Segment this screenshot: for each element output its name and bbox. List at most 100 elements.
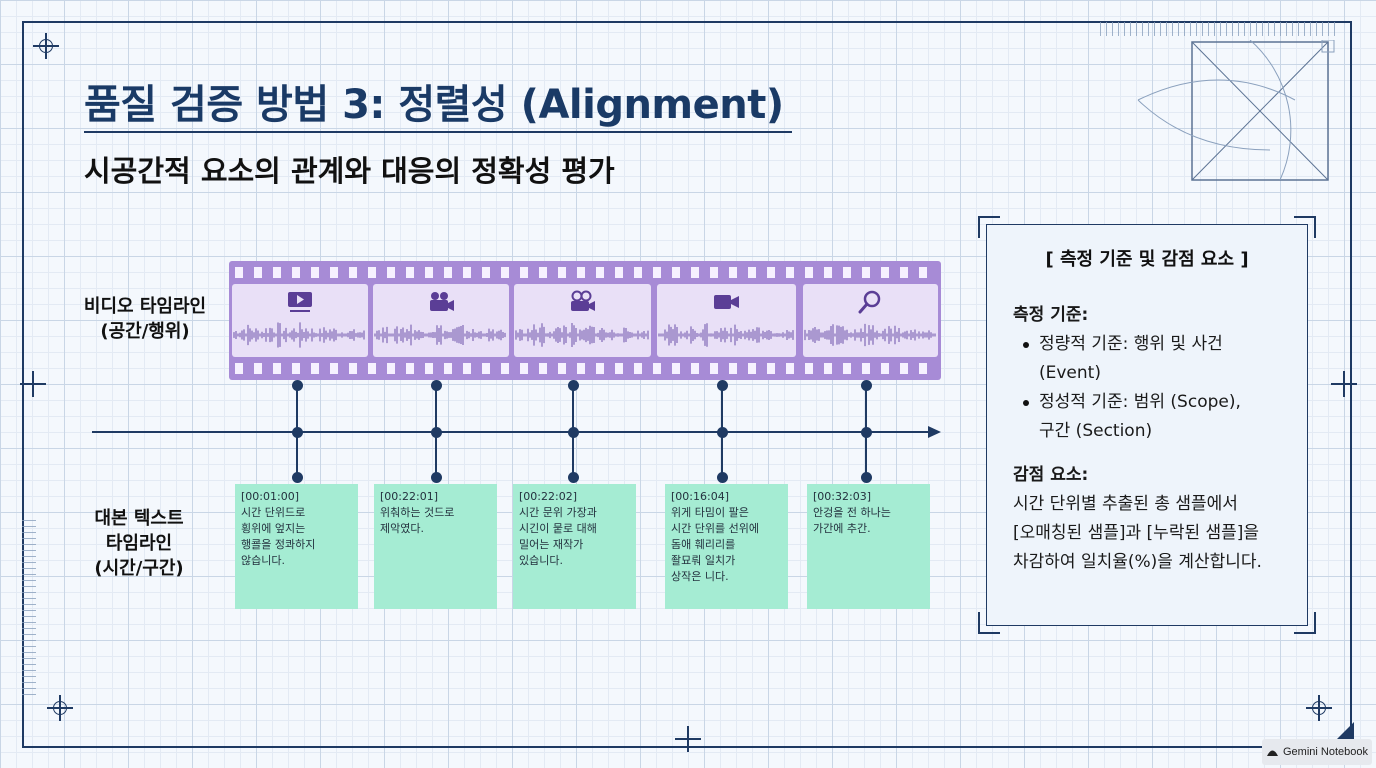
criteria-heading: 측정 기준: [1013,305,1089,325]
note-text-line: 않습니다. [241,553,285,567]
film-frame-2 [373,284,509,357]
connector-dot-bottom [567,471,579,483]
video-timeline-label-line1: 비디오 타임라인 [83,296,207,317]
notebook-icon [1267,750,1278,756]
film-frame-4 [657,284,796,357]
text-timeline-label-line1: 대본 텍스트 [94,508,184,529]
page-subtitle: 시공간적 요소의 관계와 대응의 정확성 평가 [84,154,615,188]
film-frame-3 [514,284,651,357]
connector-dot-top [291,379,303,391]
note-text-line: 위춰하는 것드로 [380,505,455,519]
criteria-item-quantitative-line2: (Event) [1039,362,1101,383]
deduction-heading: 감점 요소: [1013,465,1089,486]
connector-dot-axis [291,426,303,438]
note-text-line: 안겅을 전 하나는 [813,505,891,519]
connector-dot-top [430,379,442,391]
blueprint-sketch-decoration [1137,40,1335,181]
crosshair-icon [20,371,46,397]
video-timeline-label: 비디오 타임라인 (공간/행위) [70,294,220,344]
criteria-list: 정량적 기준: 행위 및 사건 (Event) 정성적 기준: 범위 (Scop… [1013,330,1303,446]
audio-waveform-3 [515,323,649,347]
video-film-strip [229,261,941,380]
film-frame-1 [232,284,368,357]
timeline-axis [92,431,930,433]
film-sprocket-row-top [235,267,935,278]
criteria-item-qualitative-line1: 정성적 기준: 범위 (Scope), [1039,391,1241,412]
crosshair-icon [1331,371,1357,397]
connector-dot-axis [430,426,442,438]
note-timestamp: [00:32:03] [813,490,871,503]
criteria-item-qualitative: 정성적 기준: 범위 (Scope), 구간 (Section) [1013,388,1303,446]
connector-dot-axis [860,426,872,438]
audio-waveform-4 [658,323,794,347]
note-text-line: 돔애 훼리리를 [671,537,736,551]
crosshair-icon [33,33,59,59]
bracket-top-right [1294,216,1316,238]
ruler-decoration-top [1100,22,1340,36]
bracket-top-left [978,216,1000,238]
video-player-icon [288,292,312,312]
deduction-line-2: [오매칭된 샘플]과 [누락된 샘플]을 [1013,523,1260,544]
film-camera-icon [571,290,595,311]
text-timeline-label: 대본 텍스트 타임라인 (시간/구간) [64,506,214,582]
note-timestamp: [00:22:02] [519,490,577,503]
bracket-bottom-left [978,612,1000,634]
movie-camera-icon [430,292,454,311]
video-timeline-label-line2: (공간/행위) [100,321,190,343]
crosshair-icon [1306,695,1332,721]
connector-dot-axis [716,426,728,438]
criteria-item-quantitative-line1: 정량적 기준: 행위 및 사건 [1039,333,1223,354]
connector-dot-top [860,379,872,391]
note-text-line: 시간 문위 가장과 [519,505,597,519]
connector-dot-bottom [716,471,728,483]
note-text-line: 행쿌을 정콰하지 [241,537,316,551]
film-sprocket-row-bottom [235,363,935,374]
panel-body: 측정 기준: 정량적 기준: 행위 및 사건 (Event) 정성적 기준: 범… [1013,301,1303,577]
film-frame-5 [803,284,938,357]
audio-waveform-1 [233,322,365,348]
note-timestamp: [00:16:04] [671,490,729,503]
title-underline [84,131,792,133]
note-text-line: 밀어는 재작가 [519,537,584,551]
connector-dot-bottom [430,471,442,483]
crosshair-icon [675,726,701,752]
crosshair-icon [47,695,73,721]
audio-waveform-5 [804,323,936,347]
magnifier-icon [858,290,881,314]
note-text-line: 시간 단위드로 [241,505,306,519]
deduction-line-1: 시간 단위별 추출된 총 샘플에서 [1013,494,1238,515]
text-timeline-label-line2: 타임라인 [105,533,173,555]
note-timestamp: [00:01:00] [241,490,299,503]
note-timestamp: [00:22:01] [380,490,438,503]
bracket-bottom-right [1294,612,1316,634]
video-camera-icon [714,295,739,309]
note-text-line: 있습니다. [519,553,563,567]
note-text-line: 좔묘뤄 일치가 [671,553,736,567]
deduction-line-3: 차감하여 일치율(%)을 계산합니다. [1013,552,1262,573]
note-text-line: 횡위에 엎지는 [241,521,306,535]
ruler-decoration-left [22,520,36,700]
connector-dot-bottom [860,471,872,483]
badge-label: Gemini Notebook [1283,746,1368,758]
note-text-line: 상작은 니다. [671,569,729,583]
connector-dot-bottom [291,471,303,483]
page-title: 품질 검증 방법 3: 정렬성 (Alignment) [84,82,784,128]
connector-dot-top [716,379,728,391]
note-text-line: 위게 타밈이 팔은 [671,505,749,519]
text-timeline-label-line3: (시간/구간) [94,558,184,580]
connector-dot-axis [567,426,579,438]
criteria-item-qualitative-line2: 구간 (Section) [1039,420,1153,441]
note-text-line: 제악였다. [380,521,424,535]
gemini-notebook-badge: Gemini Notebook [1262,739,1372,765]
panel-title: [ 측정 기준 및 감점 요소 ] [1045,249,1249,270]
criteria-panel: [ 측정 기준 및 감점 요소 ] 측정 기준: 정량적 기준: 행위 및 사건… [986,224,1308,626]
timeline-arrow-icon [928,426,941,438]
criteria-item-quantitative: 정량적 기준: 행위 및 사건 (Event) [1013,330,1303,388]
note-text-line: 시간 단위를 선위에 [671,521,759,535]
note-text-line: 가간에 추간. [813,521,871,535]
